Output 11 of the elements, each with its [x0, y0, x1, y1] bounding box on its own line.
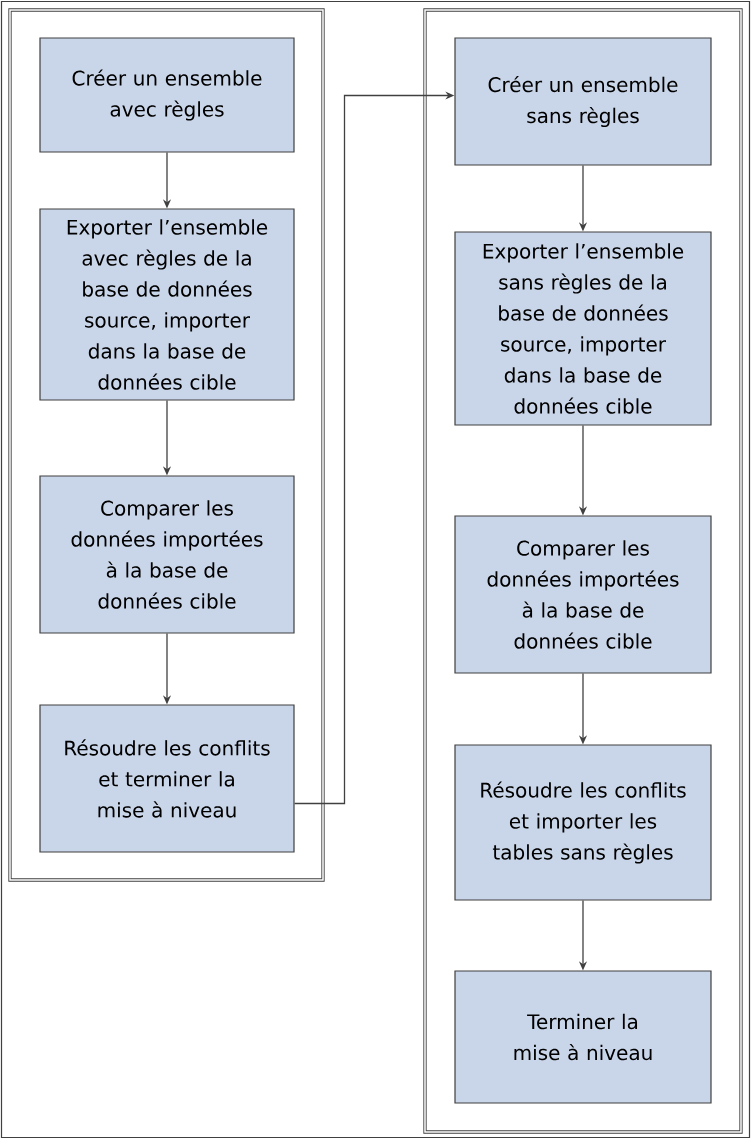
process-box: Exporter l’ensemble sans règles de la base de données source, importer dans la base de données cible	[454, 231, 712, 426]
process-box: Exporter l’ensemble avec règles de la base de données source, importer dans la base de données cible	[39, 208, 295, 401]
process-box: Résoudre les conflits et terminer la mise à niveau	[39, 704, 295, 853]
process-box: Comparer les données importées à la base de données cible	[39, 475, 295, 634]
process-box: Terminer la mise à niveau	[454, 970, 712, 1104]
process-box: Créer un ensemble sans règles	[454, 37, 712, 166]
group-frame	[8, 8, 325, 882]
process-box: Comparer les données importées à la base de données cible	[454, 515, 712, 674]
process-box: Résoudre les conflits et importer les tables sans règles	[454, 744, 712, 901]
group-frame	[423, 8, 743, 1134]
process-box: Créer un ensemble avec règles	[39, 37, 295, 153]
